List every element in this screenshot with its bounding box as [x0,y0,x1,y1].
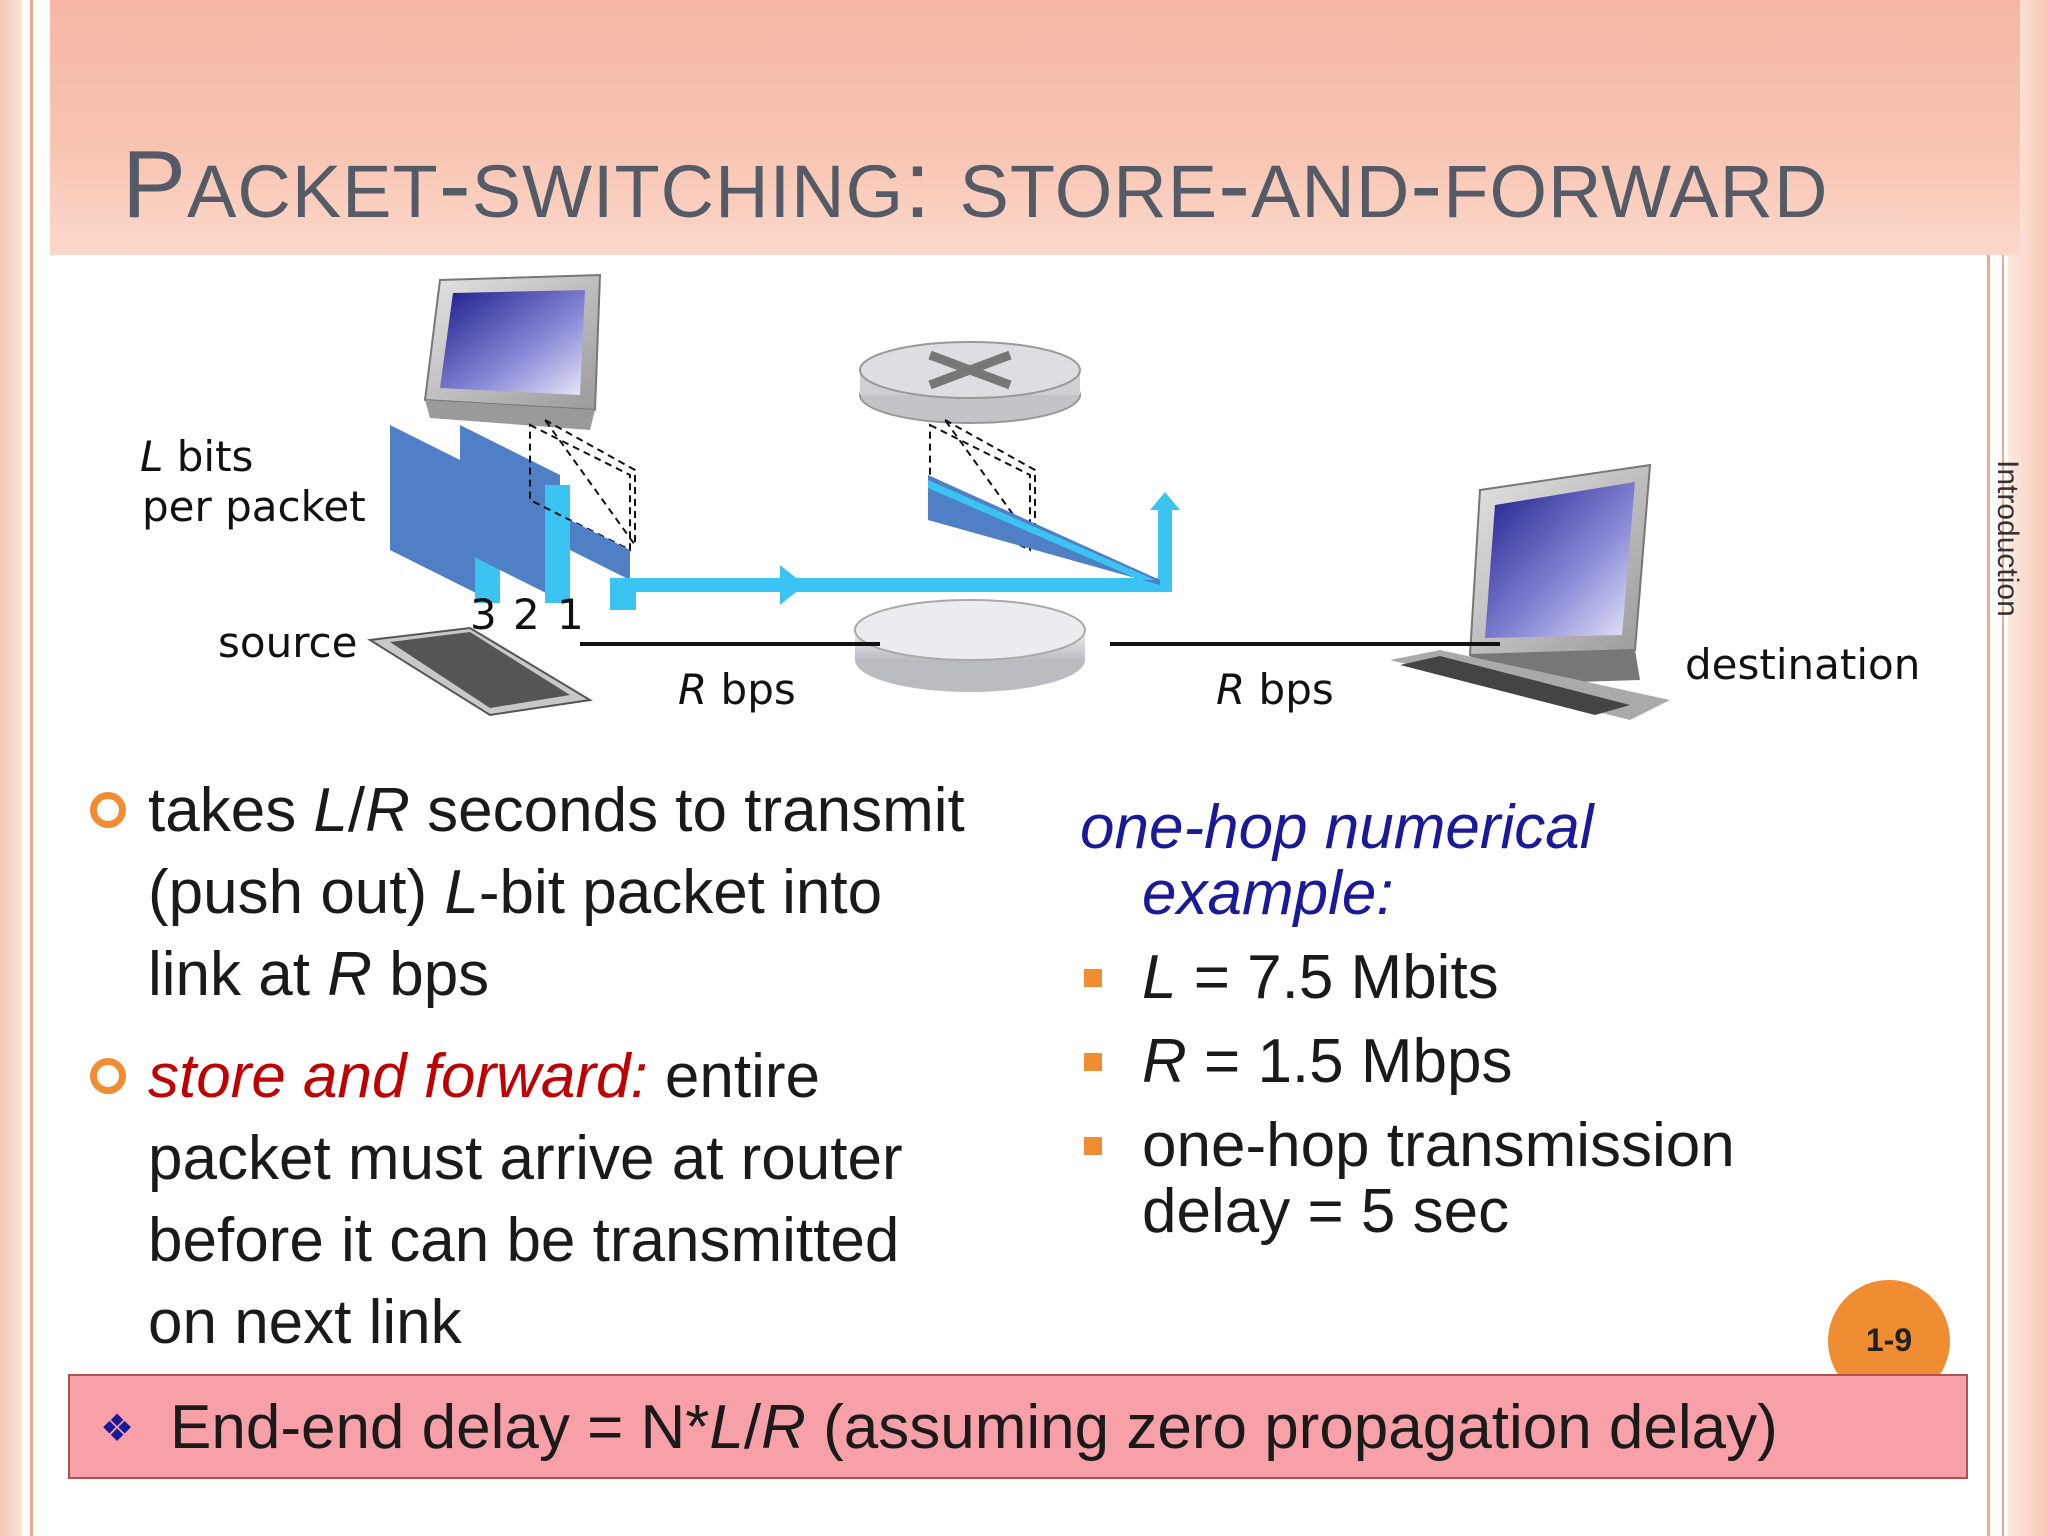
store-and-forward-diagram: L bits per packet source destination R b… [140,260,1940,740]
bit-stream-arrow-icon [780,565,805,605]
example-item-L: L = 7.5 Mbits [1080,945,1900,1011]
bit-stream-up-arrow-icon [1150,492,1180,510]
destination-computer-icon [1390,463,1670,720]
example-item-R: R = 1.5 Mbps [1080,1029,1900,1095]
diagram-svg [367,273,1670,720]
bullet-transmission-time: takes L/R seconds to transmit (push out)… [90,770,970,1016]
square-bullet-icon [1084,1053,1102,1071]
link-2-rate-label: R bps [1216,665,1334,714]
source-label: source [218,618,358,667]
router-packet-icon [928,419,1160,585]
right-border-line-inner [2002,255,2004,1536]
link-1-rate-label: R bps [678,665,796,714]
left-bullet-list: takes L/R seconds to transmit (push out)… [90,770,970,1384]
router-icon [854,341,1086,692]
packet-size-label: L bits [140,432,254,481]
square-bullet-icon [1084,969,1102,987]
destination-label: destination [1685,640,1921,689]
packet-size-label-line2: per packet [142,482,366,531]
hollow-circle-bullet-icon [90,792,126,828]
bit-stream-line [610,578,1170,592]
square-bullet-icon [1084,1137,1102,1155]
slide-title: PACKET-SWITCHING: STORE-AND-FORWARD [122,131,1829,238]
right-border-line [1987,255,1990,1536]
right-border-decoration [2008,0,2048,1536]
end-end-delay-callout: ❖ End-end delay = N*L/R (assuming zero p… [68,1374,1968,1479]
left-border-decoration [0,0,22,1536]
bullet-store-and-forward: store and forward: entire packet must ar… [90,1036,970,1364]
end-end-delay-text: End-end delay = N*L/R (assuming zero pro… [170,1393,1778,1462]
packet-1-ghost-icon [529,419,636,580]
numerical-example: one-hop numerical example: L = 7.5 Mbits… [1080,795,1900,1245]
section-side-label: Introduction [1991,460,2024,617]
hollow-circle-bullet-icon [90,1058,126,1094]
page-number: 1-9 [1865,1322,1913,1358]
left-border-line [30,0,33,1536]
packet-2-icon [460,425,570,603]
source-computer-icon [367,273,602,717]
title-bar [50,0,2020,255]
packet-number-2: 2 [513,590,540,639]
packet-number-1: 1 [557,590,584,639]
packet-number-3: 3 [470,590,497,639]
example-heading: one-hop numerical example: [1080,793,1594,928]
diamond-bullet-icon: ❖ [100,1408,135,1450]
